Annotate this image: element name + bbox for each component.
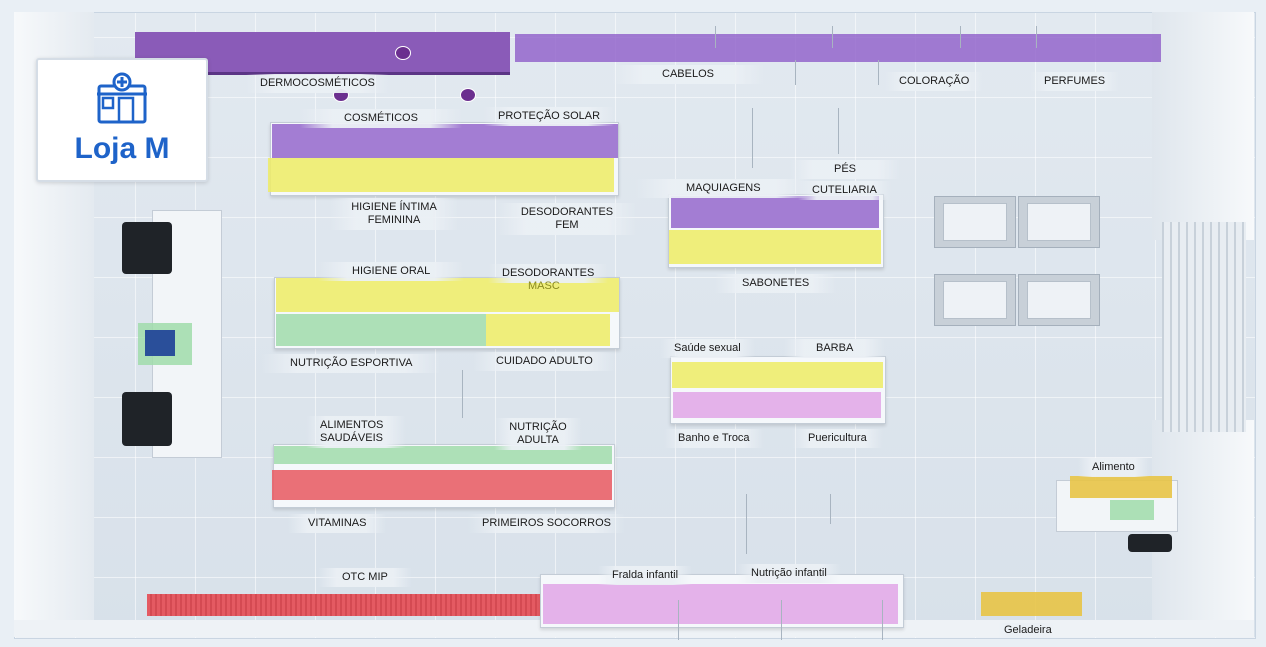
divider-pole: [752, 108, 753, 168]
zone-barba[interactable]: [672, 362, 883, 388]
store-name: Loja M: [74, 132, 170, 165]
bottom-wall: [14, 620, 1254, 637]
label-cosmeticos: COSMÉTICOS: [300, 109, 462, 128]
label-dermocosmeticos: DERMOCOSMÉTICOS: [246, 74, 389, 93]
label-barba: BARBA: [784, 339, 886, 358]
divider-pole: [838, 108, 839, 154]
zone-cabelos[interactable]: [515, 34, 1161, 62]
label-puericultura: Puericultura: [792, 429, 883, 448]
label-banho-troca: Banho e Troca: [664, 429, 764, 448]
label-protecao-solar: PROTEÇÃO SOLAR: [484, 107, 615, 126]
zone-fralda-infantil[interactable]: [543, 584, 898, 624]
label-nutricao-adulta: NUTRIÇÃO ADULTA: [494, 418, 582, 450]
store-logo-card: Loja M: [36, 58, 208, 182]
zone-cuidado-adulto[interactable]: [486, 314, 610, 346]
zone-otc-mip[interactable]: [147, 594, 547, 616]
label-desodorantes: DESODORANTES: [488, 264, 609, 283]
checkout-display-product: [145, 330, 175, 356]
label-geladeira: Geladeira: [996, 623, 1056, 638]
divider-pole: [878, 60, 879, 85]
label-masc: MASC: [528, 280, 560, 292]
zone-alimento[interactable]: [1070, 476, 1172, 498]
zone-maquiagens[interactable]: [671, 196, 879, 228]
zone-higiene-intima[interactable]: [268, 158, 614, 192]
label-higiene-oral: HIGIENE ORAL: [318, 262, 465, 281]
freezer-window: [1027, 281, 1091, 319]
freezer-window: [1027, 203, 1091, 241]
freezer-window: [943, 203, 1007, 241]
divider-pole: [715, 26, 716, 48]
divider-pole: [832, 26, 833, 48]
alimento-display: [1110, 500, 1154, 520]
pos-monitor-bottom: [122, 392, 172, 446]
label-cuidado-adulto: CUIDADO ADULTO: [474, 352, 615, 371]
label-desodorantes-fem: DESODORANTES FEM: [498, 203, 636, 235]
freezer-3[interactable]: [934, 274, 1016, 326]
divider-pole: [462, 370, 463, 418]
label-saude-sexual: Saúde sexual: [660, 339, 755, 358]
label-alimentos-saudaveis: ALIMENTOS SAUDÁVEIS: [306, 416, 406, 448]
pos-monitor-top: [122, 222, 172, 274]
freezer-4[interactable]: [1018, 274, 1100, 326]
zone-cosmeticos[interactable]: [272, 124, 618, 158]
divider-pole: [746, 494, 747, 554]
divider-pole: [781, 600, 782, 640]
pharmacy-building-icon: [97, 72, 147, 124]
label-nutricao-esportiva: NUTRIÇÃO ESPORTIVA: [262, 354, 441, 373]
alimento-monitor: [1128, 534, 1172, 552]
divider-pole: [882, 600, 883, 640]
freezer-1[interactable]: [934, 196, 1016, 248]
divider-pole: [830, 494, 831, 524]
label-pes: PÉS: [790, 160, 901, 179]
label-alimento: Alimento: [1078, 458, 1149, 477]
label-cabelos: CABELOS: [612, 65, 764, 84]
label-higiene-intima: HIGIENE ÍNTIMA FEMININA: [330, 198, 458, 230]
zone-higiene-oral[interactable]: [276, 278, 619, 312]
label-fralda-infantil: Fralda infantil: [598, 566, 693, 585]
entrance-shutter: [1162, 222, 1246, 432]
zone-puericultura[interactable]: [673, 392, 881, 418]
label-otc-mip: OTC MIP: [318, 568, 412, 587]
label-coloracao: COLORAÇÃO: [885, 72, 984, 91]
label-nutricao-infantil: Nutrição infantil: [737, 564, 841, 583]
label-maquiagens: MAQUIAGENS: [636, 179, 811, 198]
label-sabonetes: SABONETES: [714, 274, 838, 293]
zone-vitaminas[interactable]: [272, 470, 612, 500]
divider-pole: [1036, 26, 1037, 48]
label-vitaminas: VITAMINAS: [288, 514, 387, 533]
divider-pole: [795, 60, 796, 85]
zone-nutricao-esportiva[interactable]: [276, 314, 486, 346]
label-cuteliaria: CUTELIARIA: [798, 181, 891, 200]
divider-pole: [960, 26, 961, 48]
freezer-window: [943, 281, 1007, 319]
display-badge-icon: [460, 88, 476, 102]
freezer-2[interactable]: [1018, 196, 1100, 248]
right-wall-upper: [1152, 12, 1254, 240]
display-badge-icon: [395, 46, 411, 60]
zone-sabonetes[interactable]: [669, 230, 881, 264]
label-primeiros-socorros: PRIMEIROS SOCORROS: [468, 514, 625, 533]
zone-alimentos-saudaveis[interactable]: [274, 446, 612, 464]
label-perfumes: PERFUMES: [1030, 72, 1120, 91]
zone-geladeira[interactable]: [981, 592, 1082, 616]
divider-pole: [678, 600, 679, 640]
